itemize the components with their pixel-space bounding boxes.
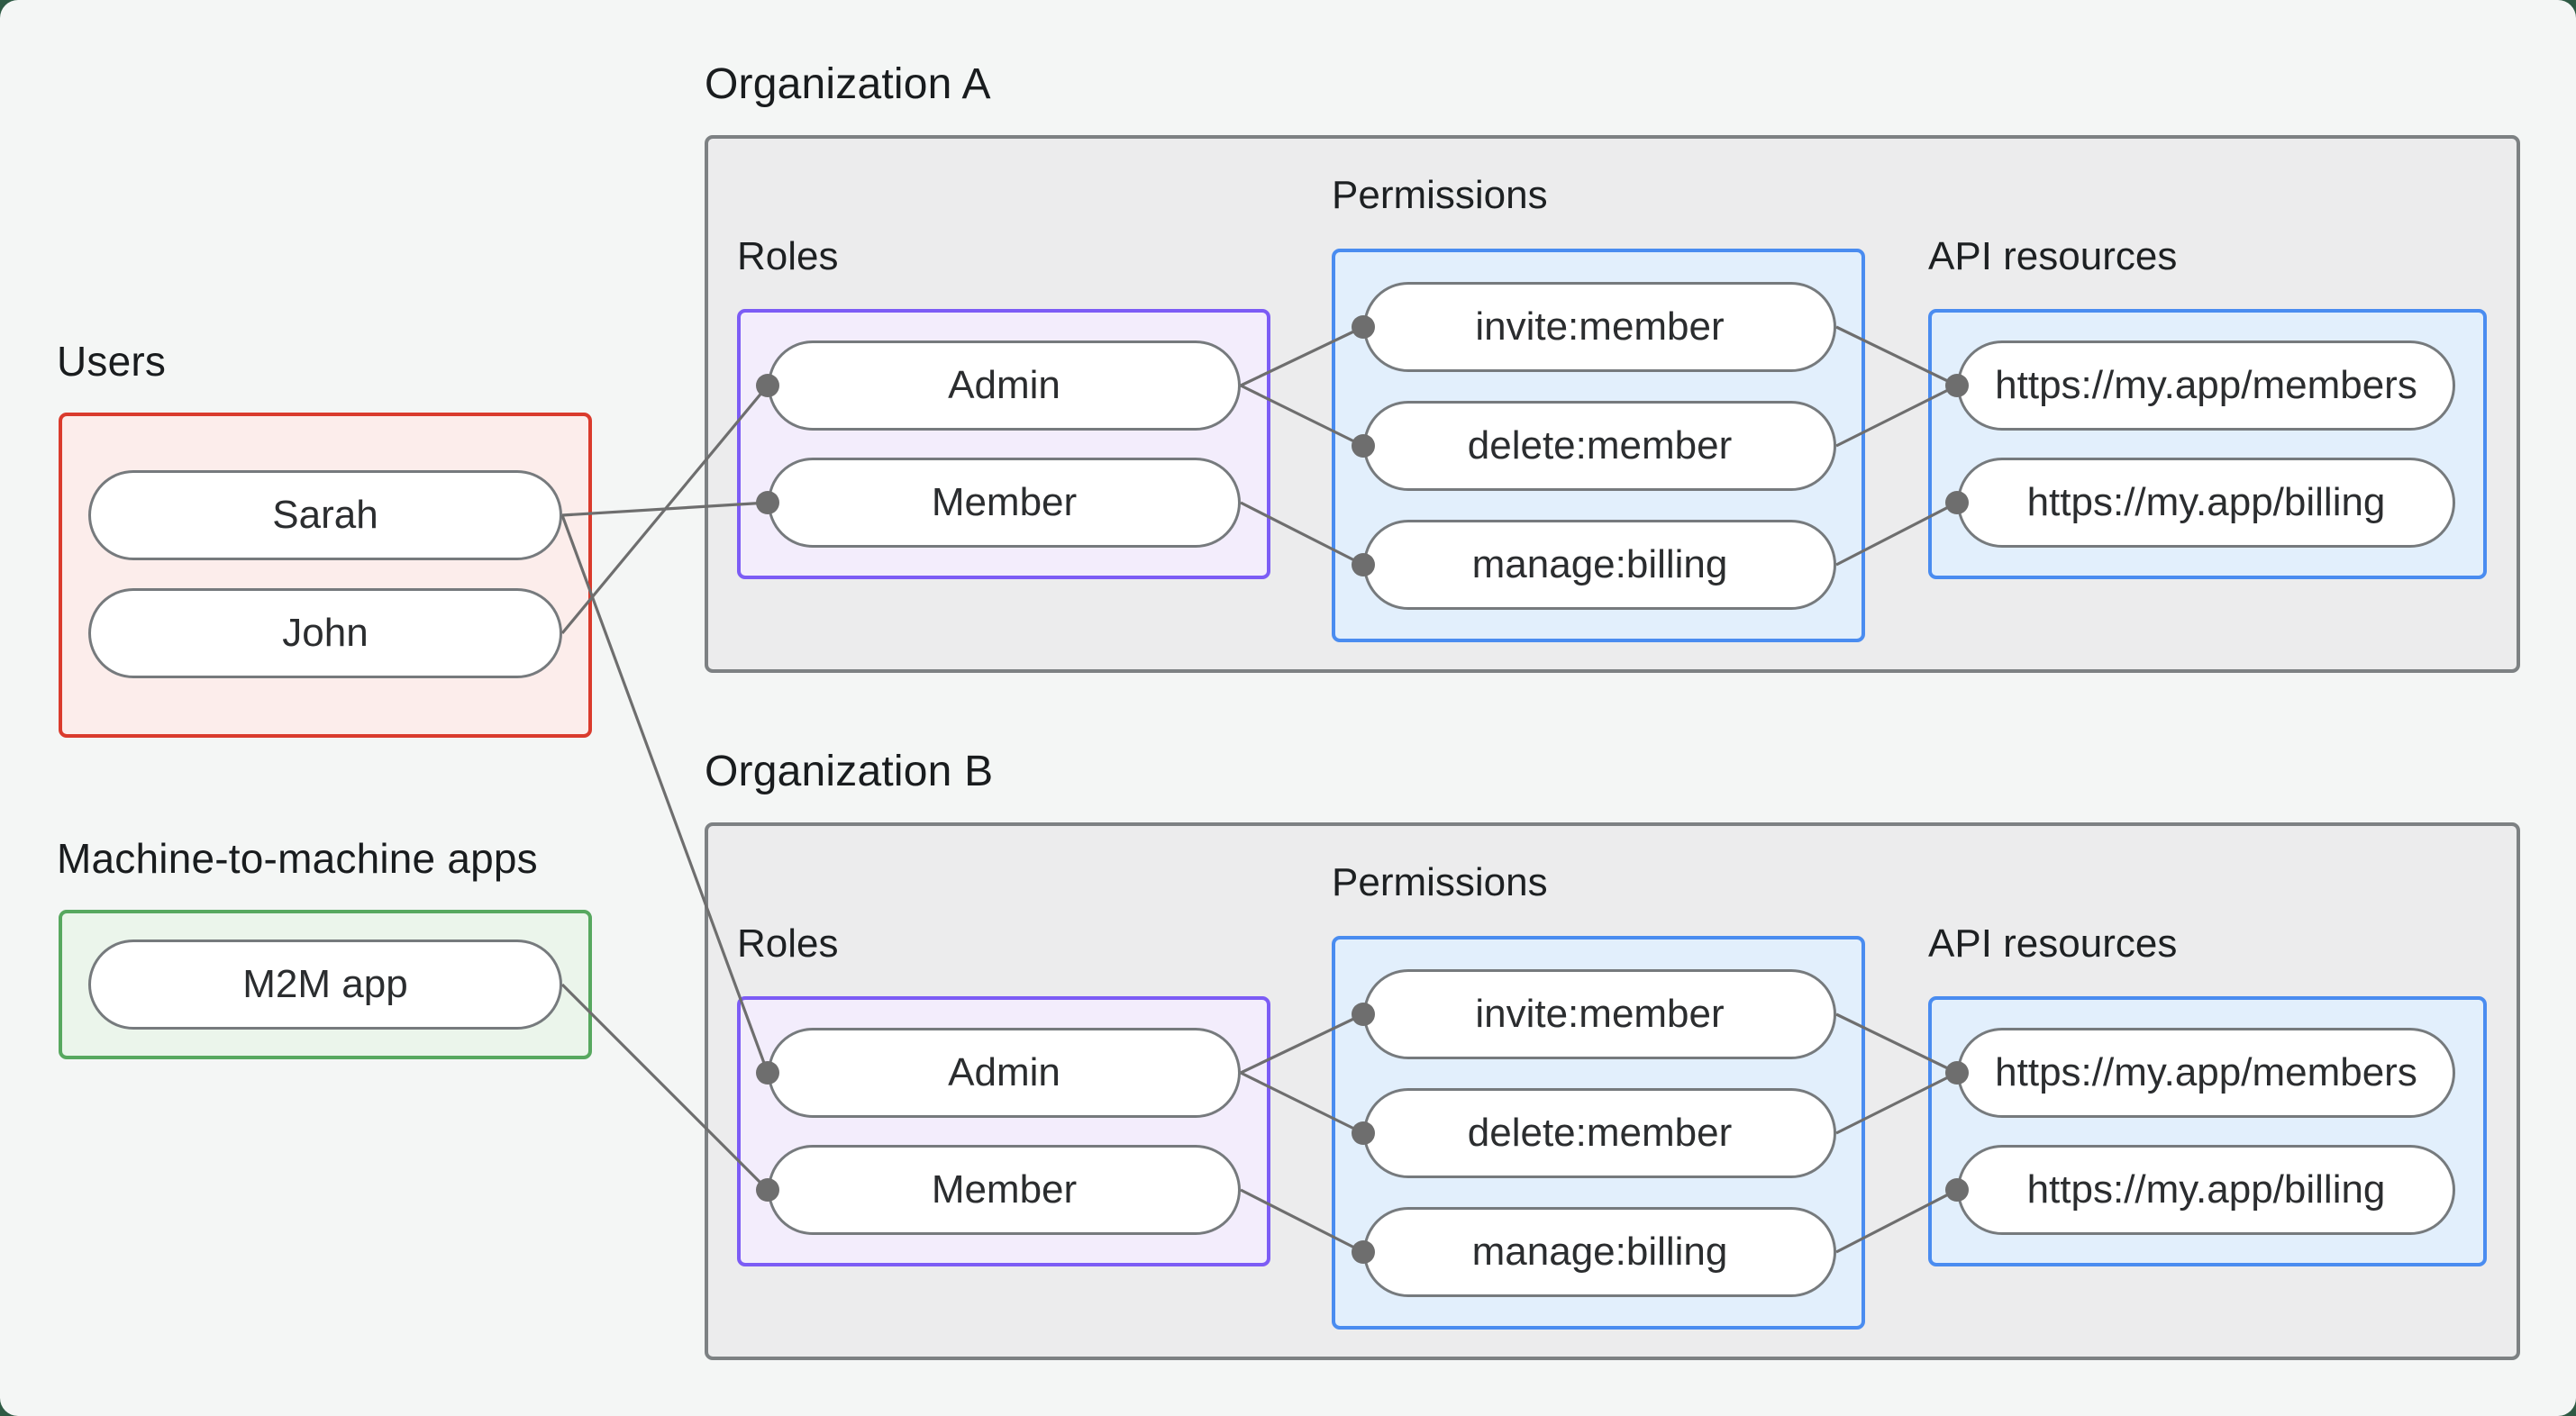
- org-a-role-member-label: Member: [931, 480, 1078, 524]
- org-a-permission-delete-member: delete:member: [1363, 401, 1836, 491]
- org-a-permission-invite-member: invite:member: [1363, 282, 1836, 372]
- org-a-permission-invite-member-label: invite:member: [1475, 304, 1725, 349]
- org-a-permission-manage-billing: manage:billing: [1363, 520, 1836, 610]
- org-b-permission-delete-member-label: delete:member: [1467, 1111, 1733, 1155]
- user-node-john: John: [88, 588, 562, 678]
- org-a-api-billing-label: https://my.app/billing: [2026, 480, 2386, 524]
- org-b-api-billing-label: https://my.app/billing: [2026, 1167, 2386, 1212]
- org-a-role-member: Member: [768, 458, 1241, 548]
- user-node-sarah: Sarah: [88, 470, 562, 560]
- org-b-role-admin: Admin: [768, 1028, 1241, 1118]
- org-b-permission-manage-billing: manage:billing: [1363, 1207, 1836, 1297]
- m2m-group-title: Machine-to-machine apps: [57, 835, 538, 882]
- org-b-role-member-label: Member: [931, 1167, 1078, 1212]
- org-b-title: Organization B: [705, 748, 994, 795]
- org-a-permissions-title: Permissions: [1332, 173, 1548, 217]
- org-b-api-members: https://my.app/members: [1957, 1028, 2455, 1118]
- org-a-api-resources-title: API resources: [1928, 234, 2178, 278]
- org-b-api-resources-title: API resources: [1928, 921, 2178, 966]
- org-a-api-members: https://my.app/members: [1957, 340, 2455, 431]
- org-b-roles-title: Roles: [737, 921, 839, 966]
- org-a-roles-title: Roles: [737, 234, 839, 278]
- org-a-permission-delete-member-label: delete:member: [1467, 423, 1733, 467]
- user-node-john-label: John: [282, 611, 369, 655]
- org-a-title: Organization A: [705, 60, 991, 108]
- m2m-node-app: M2M app: [88, 939, 562, 1030]
- user-node-sarah-label: Sarah: [272, 493, 378, 537]
- users-group-box: [59, 413, 592, 738]
- org-b-permission-invite-member: invite:member: [1363, 969, 1836, 1059]
- org-b-role-member: Member: [768, 1145, 1241, 1235]
- org-b-permission-invite-member-label: invite:member: [1475, 992, 1725, 1036]
- org-a-api-billing: https://my.app/billing: [1957, 458, 2455, 548]
- org-b-api-members-label: https://my.app/members: [1995, 1050, 2417, 1094]
- users-group-title: Users: [57, 338, 167, 385]
- org-b-permissions-title: Permissions: [1332, 860, 1548, 904]
- org-b-permission-delete-member: delete:member: [1363, 1088, 1836, 1178]
- m2m-node-app-label: M2M app: [242, 962, 408, 1006]
- org-a-role-admin: Admin: [768, 340, 1241, 431]
- org-a-api-members-label: https://my.app/members: [1995, 363, 2417, 407]
- org-b-role-admin-label: Admin: [948, 1050, 1060, 1094]
- org-a-role-admin-label: Admin: [948, 363, 1060, 407]
- org-b-api-billing: https://my.app/billing: [1957, 1145, 2455, 1235]
- org-a-permission-manage-billing-label: manage:billing: [1471, 542, 1728, 586]
- org-b-permission-manage-billing-label: manage:billing: [1471, 1230, 1728, 1274]
